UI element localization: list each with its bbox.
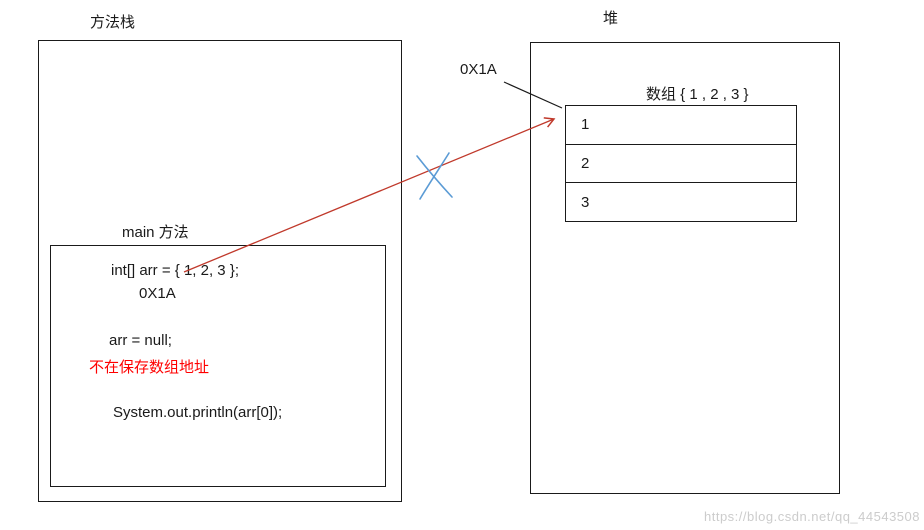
array-cell-1: 2 xyxy=(566,145,796,184)
code-null-assignment: arr = null; xyxy=(109,332,172,349)
array-cell-0: 1 xyxy=(566,106,796,145)
red-annotation: 不在保存数组地址 xyxy=(89,359,210,376)
null-cross-icon xyxy=(416,152,453,200)
code-address-value: 0X1A xyxy=(139,285,176,302)
main-method-frame: int[] arr = { 1, 2, 3 }; 0X1A arr = null… xyxy=(50,245,386,487)
code-println: System.out.println(arr[0]); xyxy=(113,404,283,421)
watermark-text: https://blog.csdn.net/qq_44543508 xyxy=(704,509,920,524)
array-box: 1 2 3 xyxy=(565,105,797,222)
code-declaration: int[] arr = { 1, 2, 3 }; xyxy=(111,262,239,279)
heap-address-label: 0X1A xyxy=(460,61,497,78)
array-title: 数组 { 1 , 2 , 3 } xyxy=(646,86,749,103)
heap-title: 堆 xyxy=(603,10,619,27)
main-method-title: main 方法 xyxy=(122,224,189,241)
array-cell-2: 3 xyxy=(581,193,590,211)
stack-title: 方法栈 xyxy=(90,14,136,31)
